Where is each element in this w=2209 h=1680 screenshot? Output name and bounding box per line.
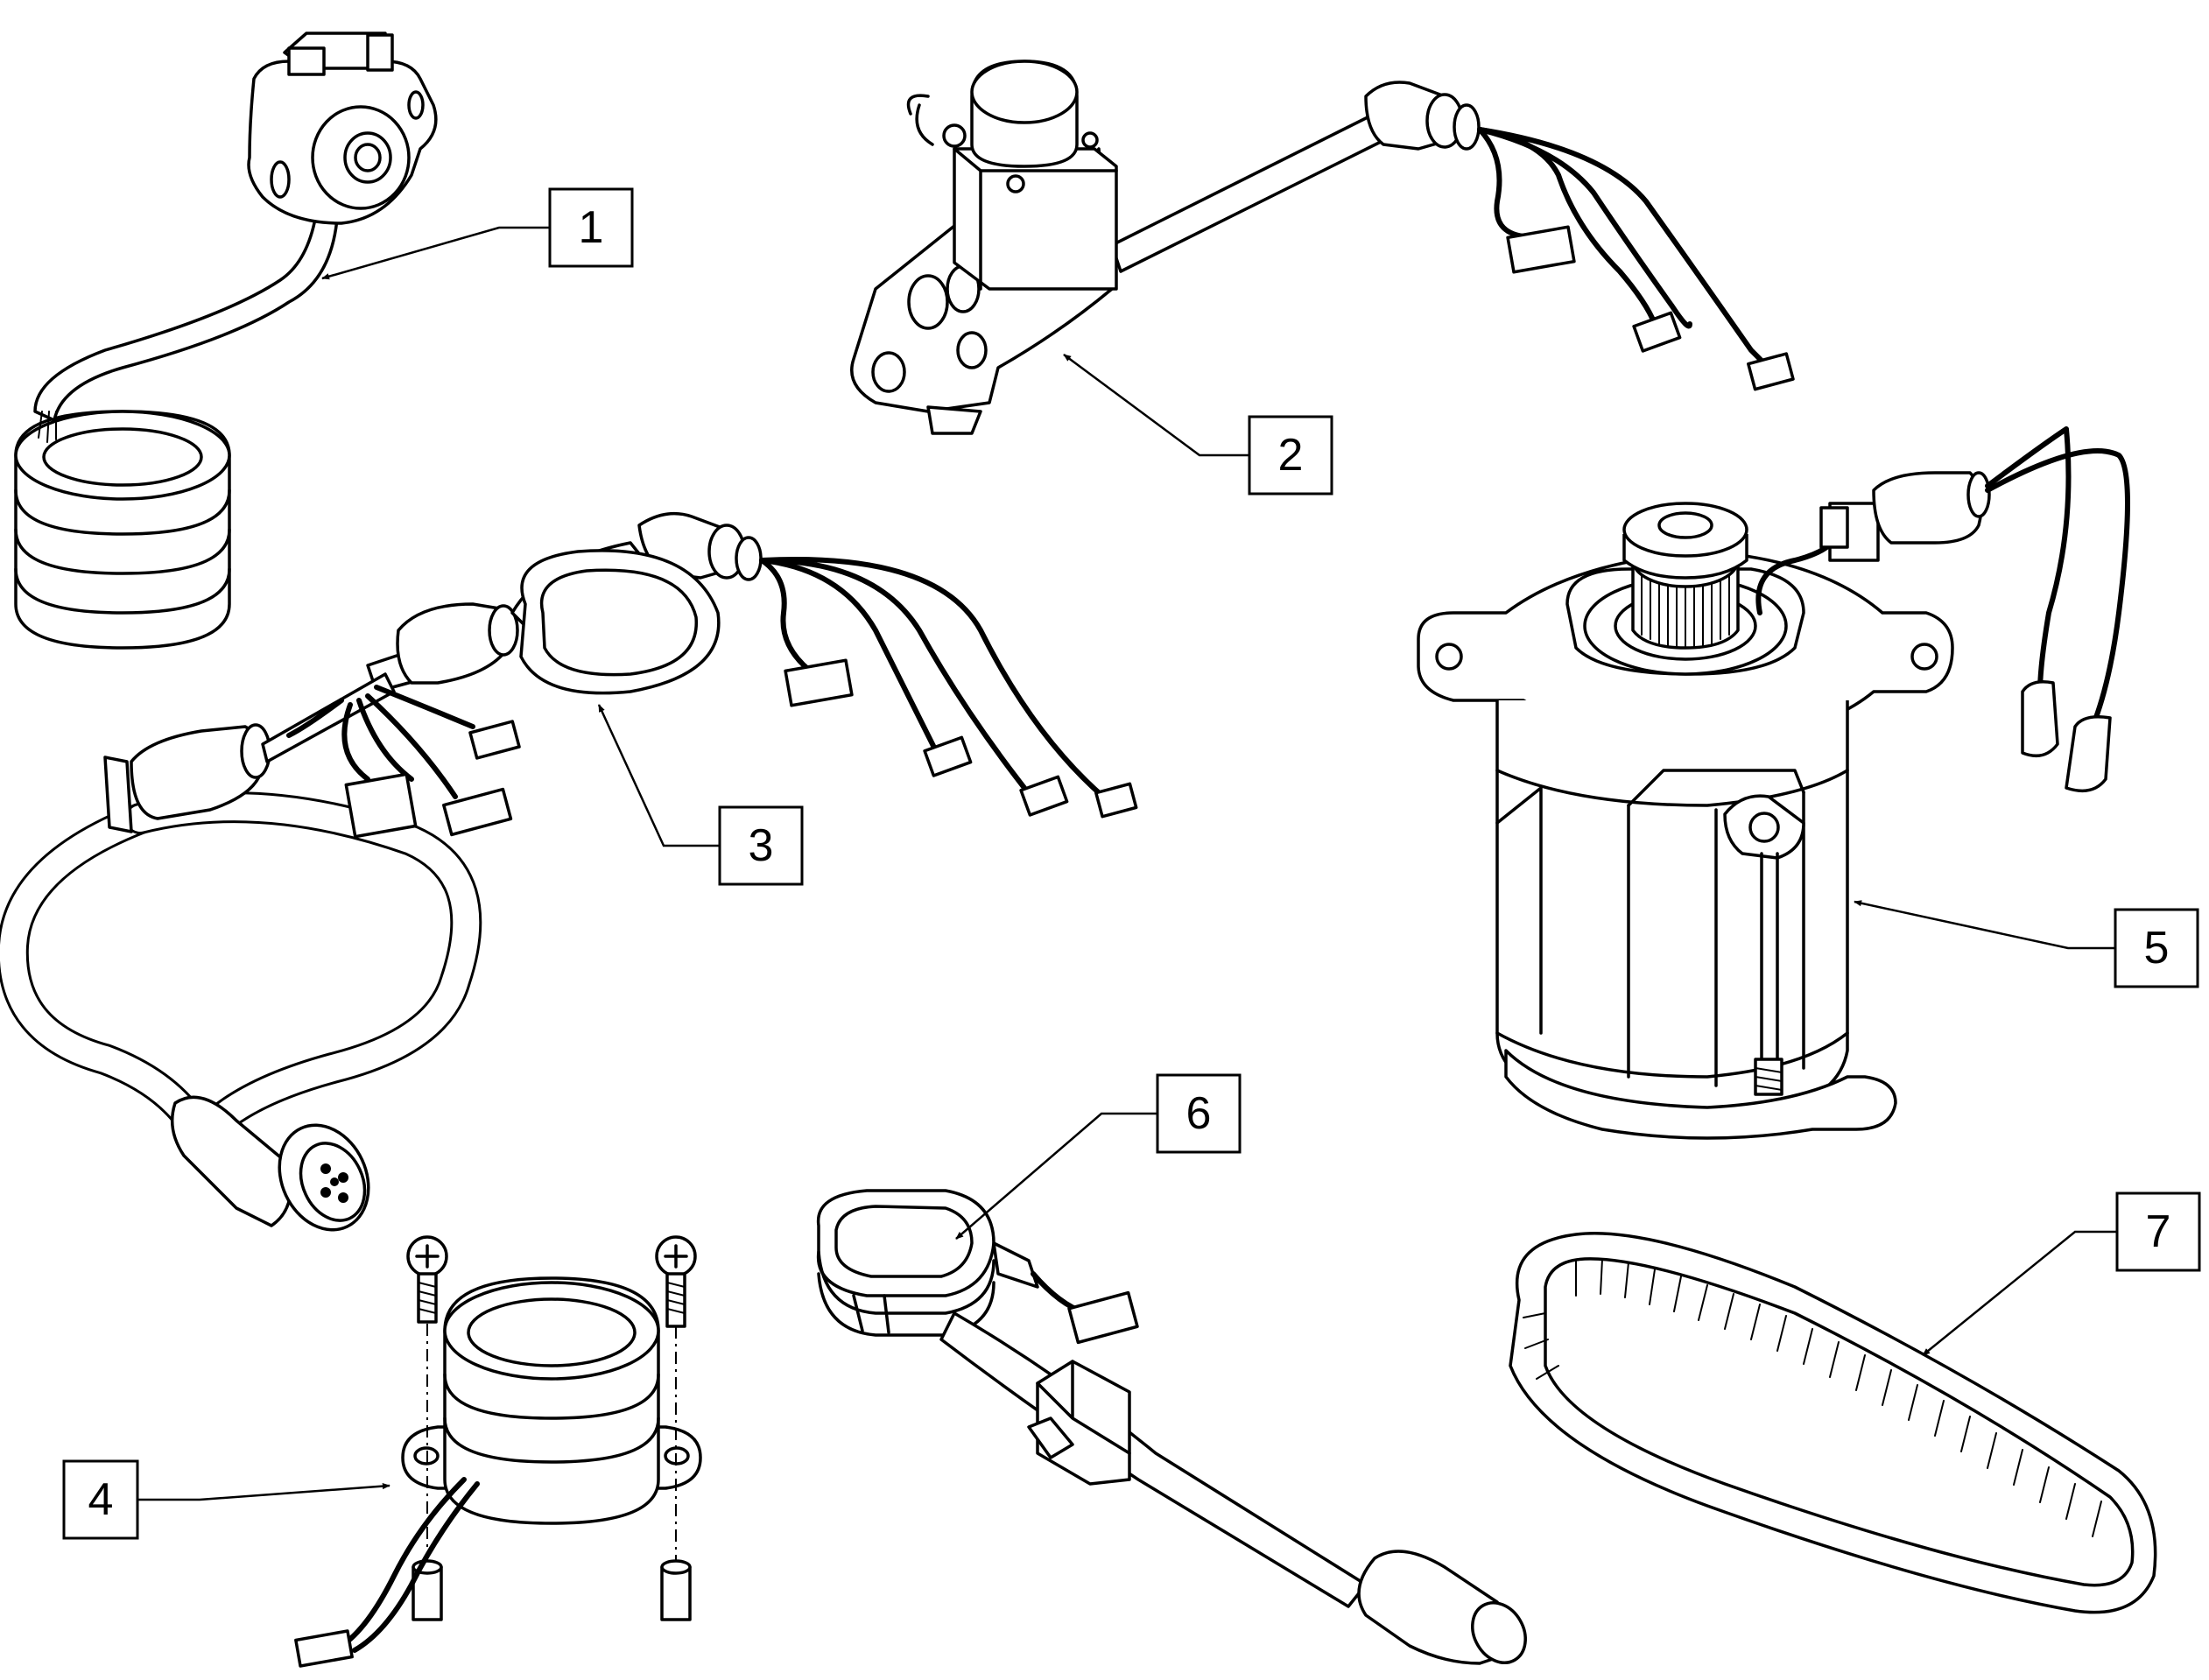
callout-4-label: 4 [88, 1474, 114, 1525]
part-3-wiring-harness [0, 511, 1138, 1232]
callout-5-label: 5 [2144, 923, 2170, 974]
callout-2: 2 [1248, 415, 1333, 496]
callout-1-label: 1 [579, 202, 604, 253]
callout-4: 4 [62, 1459, 139, 1540]
part-5-motor [1417, 426, 2130, 1140]
part-2-joystick-module [850, 60, 1795, 435]
callout-1: 1 [548, 187, 634, 268]
part-7-timing-belt [1509, 1232, 2157, 1614]
callout-2-label: 2 [1278, 430, 1304, 481]
part-1-sensor [14, 32, 438, 650]
leader-lines [136, 226, 2117, 1501]
callout-3: 3 [718, 805, 804, 886]
callout-3-label: 3 [749, 820, 774, 871]
callout-5: 5 [2114, 908, 2199, 988]
part-4-coil-assembly [294, 1235, 702, 1668]
callout-7-label: 7 [2146, 1206, 2171, 1257]
callout-6-label: 6 [1186, 1088, 1212, 1139]
part-6-arm-sensor [816, 1189, 1527, 1665]
callout-7: 7 [2115, 1191, 2201, 1272]
callout-6: 6 [1156, 1073, 1242, 1154]
